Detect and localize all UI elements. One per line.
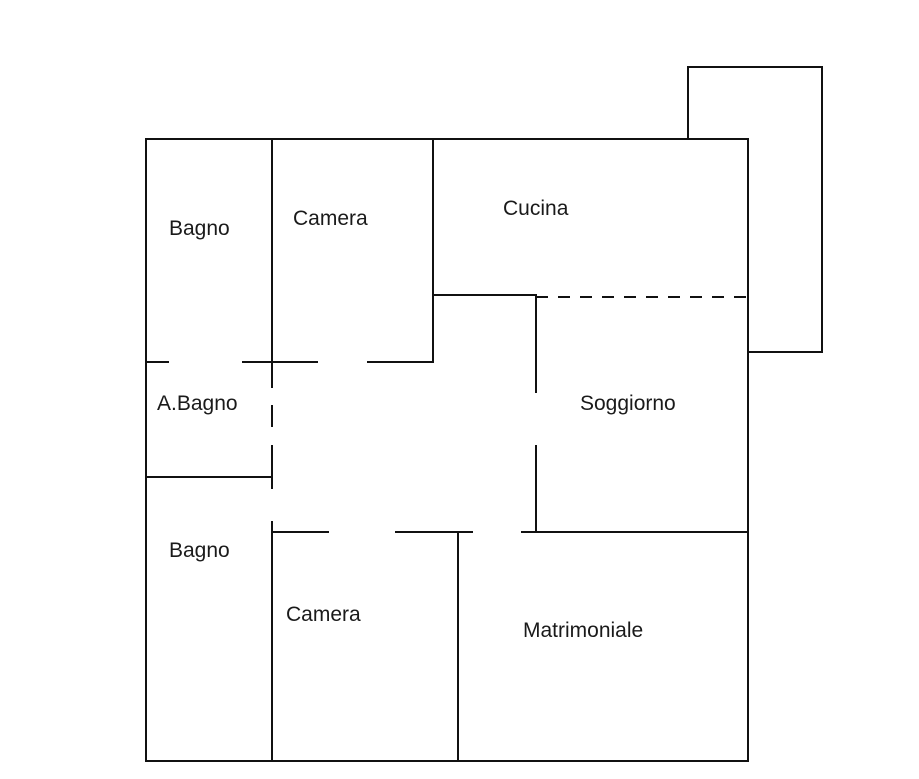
room-label-antibagno: A.Bagno: [157, 392, 238, 415]
balcony-wall: [687, 66, 823, 353]
room-label-camera-bottom: Camera: [286, 603, 361, 626]
room-label-camera-top: Camera: [293, 207, 368, 230]
room-label-soggiorno: Soggiorno: [580, 392, 676, 415]
room-label-bagno-bottom: Bagno: [169, 539, 230, 562]
room-label-matrimoniale: Matrimoniale: [523, 619, 644, 642]
room-label-bagno-top: Bagno: [169, 217, 230, 240]
room-label-cucina: Cucina: [503, 197, 569, 220]
outer-wall: [145, 138, 749, 762]
